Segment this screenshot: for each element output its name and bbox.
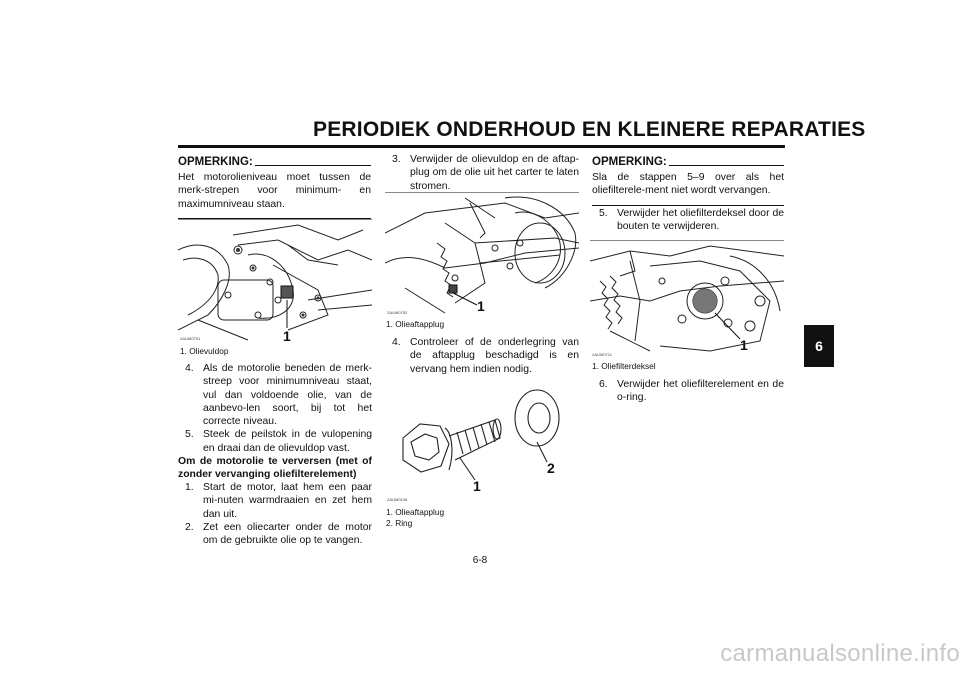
header-rule <box>178 145 785 148</box>
step-number: 2. <box>185 521 194 533</box>
drain-plug-illustration <box>385 196 579 314</box>
step-text: Controleer of de onderlegring van de aft… <box>410 337 579 375</box>
step-list-col2: 3. Verwijder de olievuldop en de aftap-p… <box>392 153 579 193</box>
step-4: 4. Als de motorolie beneden de merk-stre… <box>185 362 372 428</box>
step-text: Verwijder het oliefilterelement en de o-… <box>617 379 784 404</box>
figure-caption: 1. Olievuldop <box>180 346 229 356</box>
section-heading: Om de motorolie te verversen (met of zon… <box>178 456 372 481</box>
figure-code: ZAUM0752 <box>387 310 408 315</box>
note-text-2: Sla de stappen 5–9 over als het oliefilt… <box>592 172 784 197</box>
step-list-col3-b: 6. Verwijder het oliefilterelement en de… <box>599 378 784 405</box>
step-4: 4. Controleer of de onderlegring van de … <box>392 336 579 376</box>
oil-filter-illustration <box>590 245 784 352</box>
note-heading-label: OPMERKING: <box>178 156 253 168</box>
note-box-1: OPMERKING: Het motorolieniveau moet tuss… <box>178 156 371 219</box>
step-number: 4. <box>392 337 401 348</box>
callout-2: 2 <box>547 460 555 476</box>
callout-1: 1 <box>477 298 485 314</box>
bolt-and-ring-illustration <box>402 389 560 481</box>
step-list-col1-b: 1. Start de motor, laat hem een paar mi-… <box>185 481 372 547</box>
note-heading-2: OPMERKING: <box>592 156 784 168</box>
figure-code: ZAUM0711 <box>592 352 612 357</box>
step-number: 5. <box>599 208 608 219</box>
step-text: Start de motor, laat hem een paar mi-nut… <box>203 482 372 520</box>
note-text-1: Het motorolieniveau moet tussen de merk-… <box>178 172 371 210</box>
callout-1: 1 <box>740 337 748 353</box>
step-6: 6. Verwijder het oliefilterelement en de… <box>599 378 784 405</box>
step-list-col3: 5. Verwijder het oliefilterdeksel door d… <box>599 207 784 234</box>
figure-drain-plug-ring: ZAUM0106 1 2 <box>385 380 579 504</box>
note-end-rule <box>178 217 371 219</box>
callout-1: 1 <box>473 478 481 494</box>
note-heading-1: OPMERKING: <box>178 156 371 168</box>
figure-drain-plug: ZAUM0752 1 <box>385 192 579 317</box>
callout-1: 1 <box>283 328 291 344</box>
chapter-tab: 6 <box>804 325 834 367</box>
note-box-2: OPMERKING: Sla de stappen 5–9 over als h… <box>592 156 784 206</box>
page-number: 6-8 <box>472 555 488 566</box>
step-list-col1: 4. Als de motorolie beneden de merk-stre… <box>185 362 372 455</box>
step-2: 2. Zet een oliecarter onder de motor om … <box>185 521 372 548</box>
step-1: 1. Start de motor, laat hem een paar mi-… <box>185 481 372 521</box>
figure-caption-2a: 1. Olieaftapplug <box>386 507 445 517</box>
step-number: 1. <box>185 482 194 493</box>
engine-illustration <box>178 224 372 341</box>
note-heading-label: OPMERKING: <box>592 156 667 168</box>
step-number: 4. <box>185 363 194 374</box>
step-text: Steek de peilstok in de vulopening en dr… <box>203 429 372 454</box>
watermark: carmanualsonline.info <box>720 640 960 667</box>
step-3: 3. Verwijder de olievuldop en de aftap-p… <box>392 153 579 193</box>
step-5: 5. Steek de peilstok in de vulopening en… <box>185 428 372 455</box>
step-number: 6. <box>599 379 608 390</box>
figure-caption-2b: 2. Ring <box>386 518 413 528</box>
step-text: Als de motorolie beneden de merk-streep … <box>203 363 372 428</box>
step-list-col2-b: 4. Controleer of de onderlegring van de … <box>392 336 579 376</box>
step-5: 5. Verwijder het oliefilterdeksel door d… <box>599 207 784 234</box>
step-text: Verwijder de olievuldop en de aftap-plug… <box>410 154 579 192</box>
note-end-rule <box>592 204 784 206</box>
step-text: Verwijder het oliefilterdeksel door de b… <box>617 208 784 233</box>
step-number: 5. <box>185 429 194 441</box>
step-number: 3. <box>392 154 401 165</box>
page-title: PERIODIEK ONDERHOUD EN KLEINERE REPARATI… <box>313 118 866 141</box>
figure-caption-1: 1. Olieaftapplug <box>386 319 445 329</box>
figure-oil-filter-cover: ZAUM0711 1 <box>590 240 784 359</box>
figure-code: ZAUM0106 <box>387 497 408 502</box>
figure-caption: 1. Oliefilterdeksel <box>592 361 656 371</box>
figure-code: ZAUM0751 <box>180 336 201 341</box>
figure-oil-filler-cap: ZAUM0751 1 <box>178 219 372 344</box>
step-text: Zet een oliecarter onder de motor om de … <box>203 521 372 547</box>
